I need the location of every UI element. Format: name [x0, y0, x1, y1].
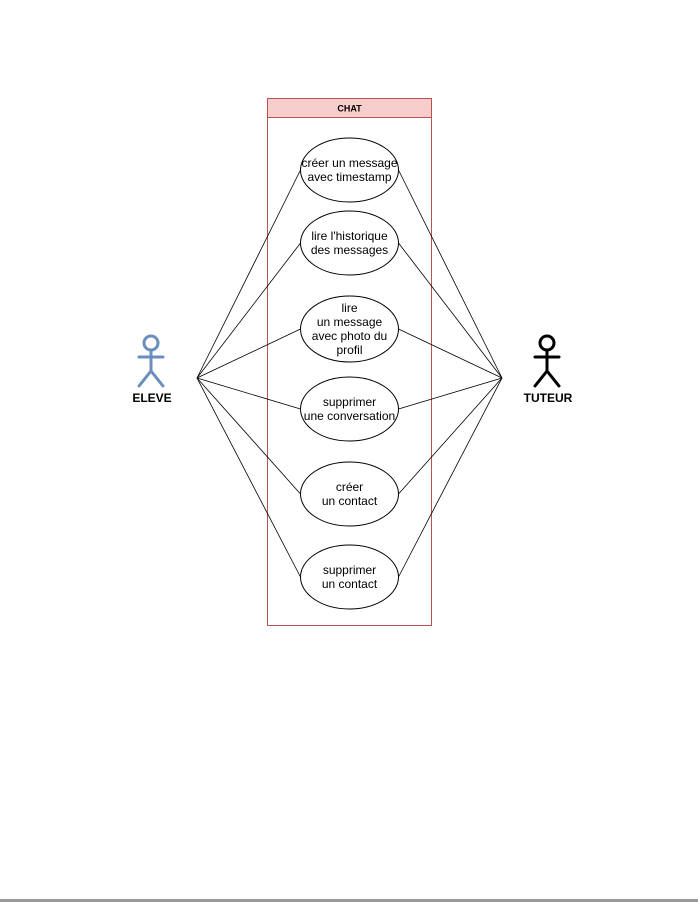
association-tuteur-uc2	[398, 242, 503, 379]
association-eleve-uc2	[196, 242, 301, 379]
use-case-ellipse	[300, 210, 399, 276]
use-case-label: lire	[341, 301, 357, 315]
page-bottom-edge	[0, 899, 698, 902]
use-case-label: supprimer	[323, 395, 376, 409]
actor-eleve-head	[142, 334, 160, 352]
actor-tuteur-head	[538, 334, 556, 352]
use-case-label: lire l'historique	[311, 229, 388, 243]
use-case-label: profil	[336, 343, 362, 357]
association-tuteur-uc4	[398, 377, 503, 410]
actor-tuteur: TUTEUR	[524, 334, 573, 405]
association-eleve-uc4	[196, 377, 301, 410]
use-case-ellipse	[300, 544, 399, 610]
association-tuteur-uc6	[398, 377, 503, 578]
actor-eleve: ELEVE	[132, 334, 172, 405]
use-case-ellipse	[300, 295, 399, 363]
actor-eleve-left-leg	[137, 369, 153, 388]
use-case-label: avec timestamp	[307, 170, 391, 184]
actor-eleve-figure	[137, 334, 165, 388]
use-case-label: créer	[336, 480, 363, 494]
use-case-label: supprimer	[323, 563, 376, 577]
use-case-label: une conversation	[304, 409, 395, 423]
system-header	[267, 98, 432, 118]
use-case-label: avec photo du	[312, 329, 387, 343]
association-lines	[196, 169, 503, 578]
use-case-label: un contact	[322, 494, 378, 508]
actor-tuteur-right-leg	[545, 369, 561, 388]
association-tuteur-uc3	[398, 328, 503, 379]
actor-eleve-label: ELEVE	[132, 391, 171, 405]
association-tuteur-uc5	[398, 377, 503, 495]
actor-eleve-right-leg	[149, 369, 165, 388]
association-eleve-uc1	[196, 169, 301, 379]
use-case-label: créer un message	[301, 156, 397, 170]
association-eleve-uc5	[196, 377, 301, 495]
actor-tuteur-figure	[533, 334, 561, 388]
use-case-ellipse	[300, 461, 399, 527]
use-case-label: des messages	[311, 243, 388, 257]
actor-tuteur-label: TUTEUR	[524, 391, 573, 405]
use-case-ellipse	[300, 137, 399, 203]
actor-tuteur-left-leg	[533, 369, 549, 388]
use-case-label: un contact	[322, 577, 378, 591]
use-case-label: un message	[317, 315, 383, 329]
association-eleve-uc6	[196, 377, 301, 578]
association-eleve-uc3	[196, 328, 301, 379]
association-tuteur-uc1	[398, 169, 503, 379]
system-title: CHAT	[337, 104, 362, 114]
use-case-ellipse	[300, 376, 399, 442]
